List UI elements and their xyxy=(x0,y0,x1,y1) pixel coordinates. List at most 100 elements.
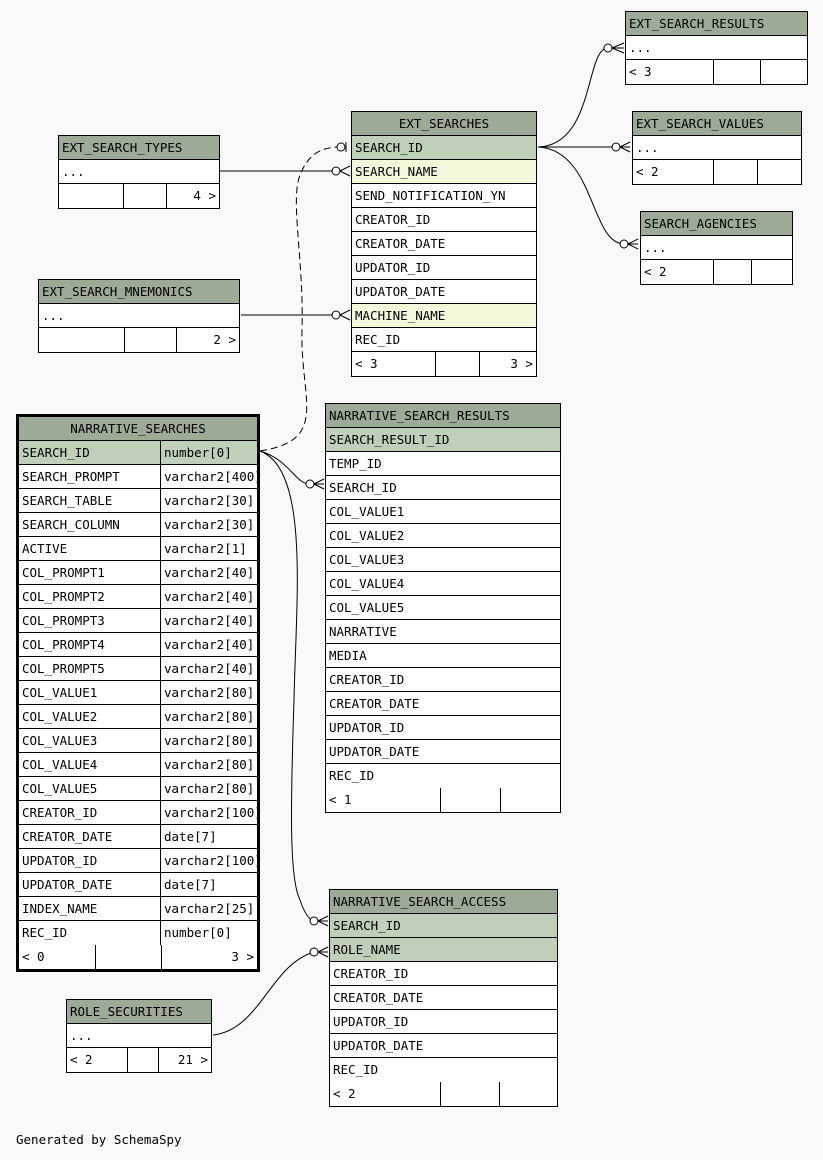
table-title: EXT_SEARCHES xyxy=(352,112,536,136)
column-name: COL_VALUE1 xyxy=(329,504,405,519)
child-count xyxy=(501,788,560,812)
table-row: ... xyxy=(626,36,807,60)
column-name: NARRATIVE xyxy=(329,624,397,639)
column-row: UPDATOR_ID xyxy=(326,716,560,740)
column-name: COL_VALUE1 xyxy=(19,681,161,704)
column-type: varchar2[30] xyxy=(164,517,255,532)
parent-count: < 2 xyxy=(633,160,714,184)
column-row: SEARCH_ID xyxy=(352,136,536,160)
column-type: varchar2[100] xyxy=(164,853,257,868)
table-row: ... xyxy=(641,236,792,260)
column-name: COL_VALUE4 xyxy=(19,753,161,776)
row-count xyxy=(96,945,162,969)
column-name: CREATOR_DATE xyxy=(333,990,424,1005)
row-count xyxy=(441,788,501,812)
relationship-narrative-access xyxy=(259,450,328,922)
ellipsis-row: ... xyxy=(644,240,667,255)
column-name: CREATOR_ID xyxy=(329,672,405,687)
column-type: varchar2[1] xyxy=(164,541,247,556)
column-row: COL_VALUE1 xyxy=(326,500,560,524)
column-row: REC_ID xyxy=(326,764,560,788)
column-type: varchar2[40] xyxy=(164,637,255,652)
column-row: MACHINE_NAME xyxy=(352,304,536,328)
column-name: SEARCH_RESULT_ID xyxy=(329,432,450,447)
table-title: EXT_SEARCH_RESULTS xyxy=(626,12,807,36)
column-name: CREATOR_DATE xyxy=(19,825,161,848)
table-ext-searches[interactable]: EXT_SEARCHES SEARCH_ID SEARCH_NAME SEND_… xyxy=(351,111,537,377)
parent-count: < 2 xyxy=(330,1082,441,1106)
column-type: number[0] xyxy=(164,925,232,940)
column-type: varchar2[400] xyxy=(164,469,257,484)
table-ext-search-results[interactable]: EXT_SEARCH_RESULTS ... < 3 xyxy=(625,11,808,85)
column-name: REC_ID xyxy=(19,921,161,945)
column-type: varchar2[40] xyxy=(164,589,255,604)
column-name: CREATOR_ID xyxy=(19,801,161,824)
relationship-search-agencies xyxy=(537,146,638,245)
column-row: COL_VALUE5 xyxy=(326,596,560,620)
column-name: SEARCH_ID xyxy=(19,441,161,464)
table-title: EXT_SEARCH_MNEMONICS xyxy=(39,280,239,304)
row-count xyxy=(441,1082,500,1106)
table-search-agencies[interactable]: SEARCH_AGENCIES ... < 2 xyxy=(640,211,793,285)
column-row: SEND_NOTIFICATION_YN xyxy=(352,184,536,208)
ellipsis-row: ... xyxy=(62,164,85,179)
column-name: COL_PROMPT5 xyxy=(19,657,161,680)
table-footer: 4 > xyxy=(59,184,219,208)
column-name: COL_VALUE4 xyxy=(329,576,405,591)
column-name: SEARCH_COLUMN xyxy=(19,513,161,536)
table-footer: < 3 xyxy=(626,60,807,84)
relationship-narrative-results xyxy=(259,450,324,485)
column-row: UPDATOR_ID xyxy=(352,256,536,280)
column-row: ROLE_NAME xyxy=(330,938,557,962)
table-ext-search-types[interactable]: EXT_SEARCH_TYPES ... 4 > xyxy=(58,135,220,209)
column-name: INDEX_NAME xyxy=(19,897,161,920)
column-row: COL_VALUE2 xyxy=(326,524,560,548)
row-count xyxy=(714,60,761,84)
table-title: NARRATIVE_SEARCH_RESULTS xyxy=(326,404,560,428)
table-row: ... xyxy=(67,1024,211,1048)
table-ext-search-values[interactable]: EXT_SEARCH_VALUES ... < 2 xyxy=(632,111,802,185)
column-type: date[7] xyxy=(164,877,217,892)
column-name: MACHINE_NAME xyxy=(355,308,446,323)
generator-credit: Generated by SchemaSpy xyxy=(16,1132,182,1147)
parent-count: < 3 xyxy=(352,352,436,376)
column-name: SEND_NOTIFICATION_YN xyxy=(355,188,506,203)
column-row: SEARCH_ID xyxy=(326,476,560,500)
column-name: COL_VALUE5 xyxy=(19,777,161,800)
table-role-securities[interactable]: ROLE_SECURITIES ... < 2 21 > xyxy=(66,999,212,1073)
table-title: ROLE_SECURITIES xyxy=(67,1000,211,1024)
column-name: COL_PROMPT2 xyxy=(19,585,161,608)
column-name: COL_PROMPT4 xyxy=(19,633,161,656)
table-row: ... xyxy=(633,136,801,160)
parent-count: < 3 xyxy=(626,60,714,84)
table-footer: < 2 xyxy=(330,1082,557,1106)
column-name: UPDATOR_DATE xyxy=(19,873,161,896)
ellipsis-row: ... xyxy=(629,40,652,55)
column-row: CREATOR_DATE xyxy=(326,692,560,716)
column-row: SEARCH_NAME xyxy=(352,160,536,184)
column-name: CREATOR_DATE xyxy=(329,696,420,711)
column-name: COL_VALUE3 xyxy=(329,552,405,567)
table-narrative-search-results[interactable]: NARRATIVE_SEARCH_RESULTS SEARCH_RESULT_I… xyxy=(325,403,561,813)
column-name: MEDIA xyxy=(329,648,367,663)
row-count xyxy=(124,184,167,208)
table-footer: < 2 xyxy=(633,160,801,184)
parent-count xyxy=(59,184,124,208)
column-name: REC_ID xyxy=(329,768,375,783)
child-count: 3 > xyxy=(510,356,533,371)
table-ext-search-mnemonics[interactable]: EXT_SEARCH_MNEMONICS ... 2 > xyxy=(38,279,240,353)
column-name: UPDATOR_ID xyxy=(355,260,431,275)
table-title: EXT_SEARCH_VALUES xyxy=(633,112,801,136)
row-count xyxy=(714,260,752,284)
table-row: ... xyxy=(39,304,239,328)
